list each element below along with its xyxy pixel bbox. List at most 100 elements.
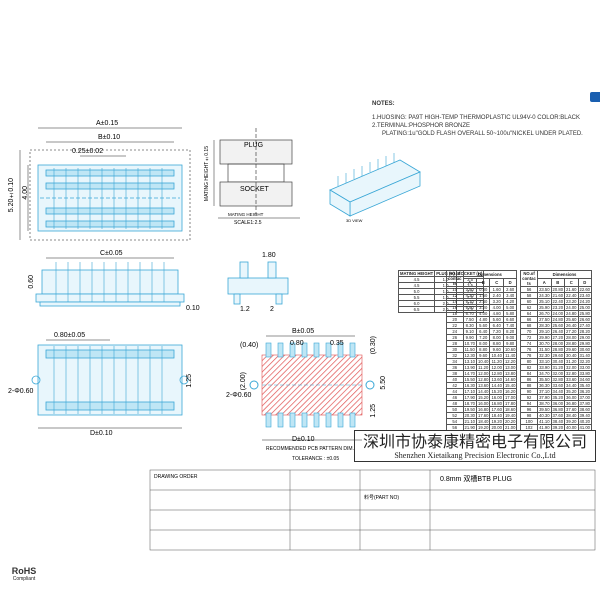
side-view: [227, 261, 289, 305]
dim-cell: 11.40: [502, 352, 518, 359]
dim-th: A: [537, 278, 552, 287]
dim-cell: 25.80: [577, 310, 593, 317]
dim-cell: 18.70: [462, 400, 478, 407]
dim-cell: 15.40: [502, 382, 518, 389]
dim-cell: 13.00: [502, 364, 518, 371]
dim-cell: 15.20: [475, 394, 491, 401]
dim-cell: 29.60: [564, 346, 579, 353]
dim-cell: 27.50: [537, 316, 552, 323]
dim-cell: 25.90: [537, 304, 552, 311]
notes-line2: 2.TERMINAL:PHOSPHOR BRONZE: [372, 123, 471, 129]
dim-cell: 31.20: [564, 358, 579, 365]
dim-cell: 17.60: [475, 412, 491, 419]
dim-cell: 16.00: [475, 400, 491, 407]
front-view: [35, 269, 185, 307]
dim-cell: 24.00: [564, 304, 579, 311]
dim-cell: 36.00: [550, 400, 566, 407]
dim-cell: 38.70: [537, 400, 552, 407]
dim-cell: 14.70: [462, 370, 478, 377]
dim-cell: 29.00: [577, 334, 593, 341]
dim-cell: 26.40: [550, 328, 566, 335]
dim-cell: 23.40: [577, 292, 593, 299]
dim-cell: 32.20: [577, 358, 593, 365]
dim-p080: 0.80: [290, 340, 304, 347]
label-socket: SOCKET: [240, 186, 269, 193]
dim-d010b: D±0.10: [292, 436, 315, 443]
rohs-logo: RoHS: [11, 566, 37, 576]
dim-cell: 29.10: [537, 328, 552, 335]
dim-cell: 10.60: [502, 346, 518, 353]
dim-h060: 0.60: [28, 275, 35, 289]
dim-cell: 28.00: [550, 340, 566, 347]
dim-cell: 20.80: [550, 286, 566, 293]
dim-cell: 23.50: [537, 286, 552, 293]
dim-cell: 10.40: [475, 358, 491, 365]
label-scale: SCALE1:2.5: [234, 220, 262, 226]
dim-th-contacts: NO.of contac ts: [446, 270, 464, 287]
dim-cell: 24.30: [537, 292, 552, 299]
dim-cell: 38.60: [577, 406, 593, 413]
dim-cell: 31.40: [577, 352, 593, 359]
dim-cell: 21.60: [550, 292, 566, 299]
dim-cell: 27.20: [564, 328, 579, 335]
label-mating-h: MATING HEIGHT±0.15: [204, 146, 210, 202]
dim-cell: 22.60: [577, 286, 593, 293]
dim-cell: 36.80: [550, 406, 566, 413]
dim-cell: 21.10: [462, 418, 478, 425]
company-name-cn: 深圳市协泰康精密电子有限公司: [362, 432, 587, 451]
dim-th: C: [489, 278, 504, 287]
dim-cell: 24.00: [550, 310, 566, 317]
dim-cell: 20.20: [502, 418, 518, 425]
dim-cell: 19.40: [502, 412, 518, 419]
dim-cell: 13.80: [502, 370, 518, 377]
dim-p040: (0.40): [240, 342, 259, 349]
dim-diag: 2-Φ0.60: [8, 388, 34, 395]
dim-cell: 30.70: [537, 340, 552, 347]
dim-cell: 33.90: [537, 364, 552, 371]
dim-cell: 16.80: [475, 406, 491, 413]
dim-th-contacts: NO.of contac ts: [519, 270, 539, 287]
dim-cell: 30.60: [577, 346, 593, 353]
dim-cell: 38.40: [550, 418, 566, 425]
dim-h12: 1.2: [240, 306, 250, 313]
label-pcb: RECOMMENDED PCB PATTERN DIM.: [266, 446, 354, 452]
dim-d: D±0.10: [90, 430, 113, 437]
dim-th-title: Dimensions: [537, 270, 592, 279]
dim-cell: 12.30: [462, 352, 478, 359]
dim-cell: 26.70: [537, 310, 552, 317]
dim-cell: 27.20: [550, 334, 566, 341]
dim-cell: 28.00: [564, 334, 579, 341]
dim-b: B±0.10: [98, 134, 121, 141]
dim-h400: 4.00: [22, 186, 29, 200]
dim-th: D: [502, 278, 518, 287]
dim-p2060: 2-Φ0.60: [226, 392, 252, 399]
dim-cell: 17.80: [502, 400, 518, 407]
dim-cell: 12.00: [489, 364, 504, 371]
dim-cell: 35.20: [564, 388, 579, 395]
dim-cell: 18.60: [502, 406, 518, 413]
dim-cell: 27.40: [577, 322, 593, 329]
dim-cell: 37.80: [577, 400, 593, 407]
dim-cell: 17.90: [462, 394, 478, 401]
dim-cell: 29.90: [537, 334, 552, 341]
dim-cell: 32.00: [550, 370, 566, 377]
dim-cell: 15.20: [489, 388, 504, 395]
dim-th: B: [475, 278, 491, 287]
dim-cell: 34.60: [577, 376, 593, 383]
